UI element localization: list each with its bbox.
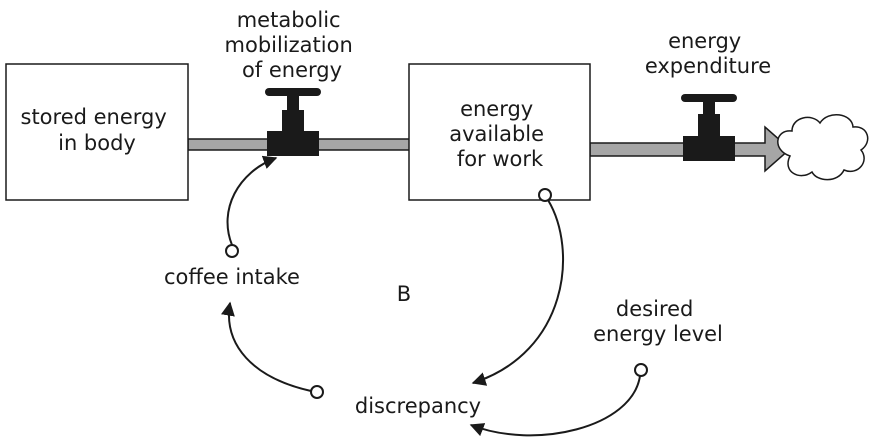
link-available-to-discrepancy: [471, 199, 564, 386]
link-origin-circle: [634, 363, 648, 377]
stock-available-energy-label: energy available for work: [449, 97, 550, 171]
stock-stored-energy-label: stored energy in body: [21, 105, 174, 155]
cloud-sink-icon: [777, 114, 869, 181]
link-desired-to-discrepancy: [469, 375, 641, 437]
stock-available-energy: [408, 63, 591, 201]
link-origin-circle: [310, 385, 324, 399]
link-origin-circle: [225, 244, 239, 258]
stock-stored-energy: [5, 63, 189, 201]
link-origin-circle: [538, 188, 552, 202]
valve-icon: [681, 94, 737, 161]
link-coffee-to-valve: [226, 155, 278, 246]
loop-marker: B: [397, 282, 411, 306]
valve-icon: [265, 88, 321, 156]
flow-mobilization-label: metabolic mobilization of energy: [225, 8, 360, 82]
flow-expenditure-label: energy expenditure: [645, 29, 771, 78]
variable-coffee-intake: coffee intake: [164, 265, 300, 289]
variable-desired-energy-level: desired energy level: [593, 297, 723, 346]
variable-discrepancy: discrepancy: [355, 394, 481, 418]
link-discrepancy-to-coffee: [221, 301, 312, 392]
